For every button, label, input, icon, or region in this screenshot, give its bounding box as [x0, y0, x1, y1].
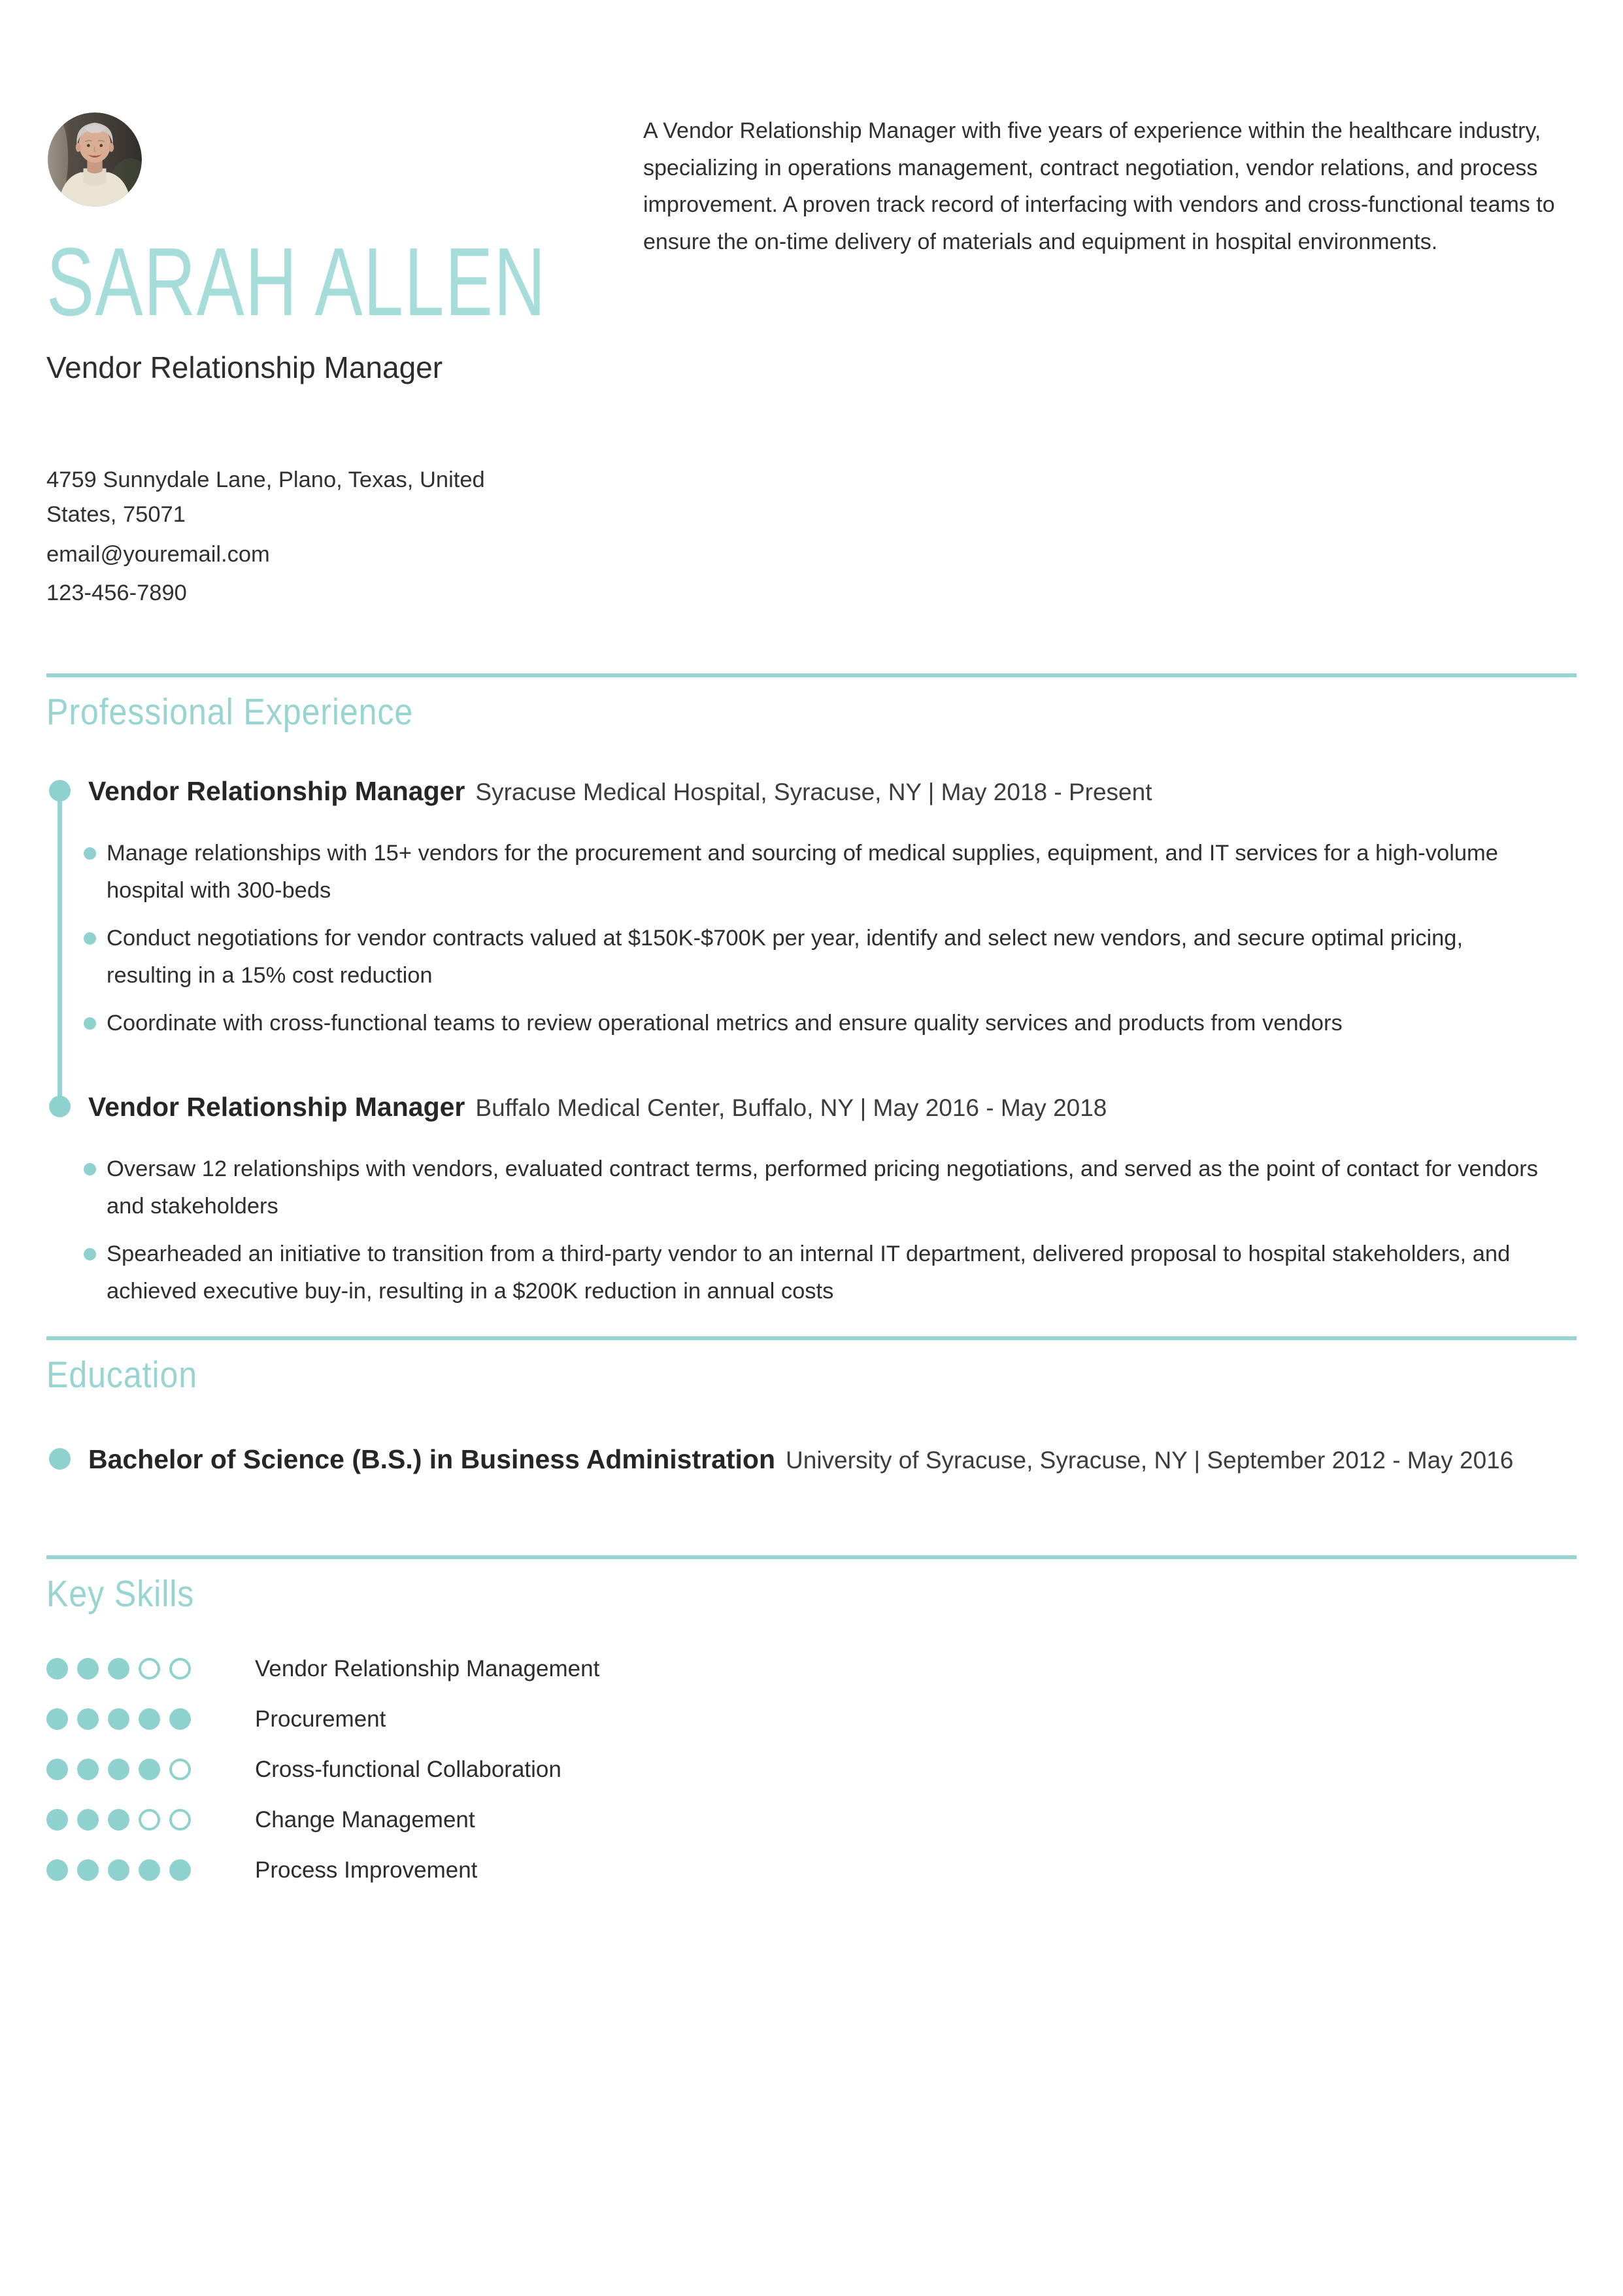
rating-dot-filled [46, 1759, 68, 1780]
job-bullet-text: Spearheaded an initiative to transition … [107, 1241, 1511, 1304]
rating-dot-filled [108, 1658, 129, 1680]
skill-item: Process Improvement [46, 1845, 1577, 1895]
timeline-dot [49, 1448, 71, 1470]
job-company-dates: Syracuse Medical Hospital, Syracuse, NY … [475, 779, 1152, 805]
skill-label: Vendor Relationship Management [255, 1655, 600, 1681]
job-list: Vendor Relationship Manager Syracuse Medi… [46, 775, 1577, 1310]
section-education: Education Bachelor of Science (B.S.) in … [46, 1336, 1577, 1477]
job-header: Vendor Relationship Manager Buffalo Medic… [88, 1090, 1577, 1124]
skill-rating [46, 1658, 194, 1680]
job-bullet: Coordinate with cross-functional teams t… [84, 1005, 1543, 1042]
rating-dot-filled [108, 1708, 129, 1730]
skill-item: Procurement [46, 1694, 1577, 1744]
section-heading-skills: Key Skills [46, 1573, 195, 1615]
rating-dot-filled [108, 1859, 129, 1881]
bullet-dot [84, 847, 96, 860]
skill-rating [46, 1708, 194, 1730]
job-entry: Vendor Relationship Manager Syracuse Medi… [46, 775, 1577, 1107]
bullet-dot [84, 932, 96, 945]
rating-dot-filled [46, 1658, 68, 1680]
rating-dot-filled [169, 1859, 191, 1881]
skill-item: Vendor Relationship Management [46, 1644, 1577, 1694]
job-title: Vendor Relationship Manager [88, 776, 465, 806]
job-bullet-list: Manage relationships with 15+ vendors fo… [84, 835, 1577, 1042]
contact-phone: 123-456-7890 [46, 581, 187, 605]
rating-dot-empty [169, 1759, 191, 1780]
job-company-dates: Buffalo Medical Center, Buffalo, NY | Ma… [475, 1094, 1107, 1121]
rating-dot-filled [77, 1759, 99, 1780]
section-divider [46, 673, 1577, 677]
education-entry: Bachelor of Science (B.S.) in Business A… [46, 1443, 1577, 1477]
rating-dot-filled [77, 1708, 99, 1730]
skill-label: Cross-functional Collaboration [255, 1756, 561, 1782]
rating-dot-filled [108, 1759, 129, 1780]
skill-rating [46, 1809, 194, 1831]
rating-dot-filled [46, 1859, 68, 1881]
contact-email: email@youremail.com [46, 542, 270, 567]
job-entry: Vendor Relationship Manager Buffalo Medic… [46, 1090, 1577, 1310]
skill-item: Cross-functional Collaboration [46, 1744, 1577, 1795]
job-bullet: Manage relationships with 15+ vendors fo… [84, 835, 1543, 909]
job-bullet-text: Oversaw 12 relationships with vendors, e… [107, 1156, 1538, 1219]
rating-dot-filled [139, 1759, 160, 1780]
rating-dot-filled [139, 1708, 160, 1730]
job-bullet-text: Manage relationships with 15+ vendors fo… [107, 841, 1498, 903]
job-header: Vendor Relationship Manager Syracuse Medi… [88, 775, 1577, 809]
rating-dot-filled [46, 1708, 68, 1730]
rating-dot-filled [46, 1809, 68, 1831]
resume-header: SARAH ALLEN Vendor Relationship Manager … [46, 0, 1577, 673]
rating-dot-filled [77, 1859, 99, 1881]
skill-label: Procurement [255, 1706, 386, 1732]
job-title: Vendor Relationship Manager [88, 1092, 465, 1122]
rating-dot-empty [169, 1658, 191, 1680]
job-bullet: Conduct negotiations for vendor contract… [84, 920, 1543, 994]
identity-column: SARAH ALLEN Vendor Relationship Manager … [46, 112, 635, 611]
section-divider [46, 1336, 1577, 1340]
summary-paragraph: A Vendor Relationship Manager with five … [643, 118, 1555, 254]
section-heading-education: Education [46, 1354, 198, 1396]
profile-photo-image [48, 112, 142, 207]
skill-item: Change Management [46, 1795, 1577, 1845]
rating-dot-filled [169, 1708, 191, 1730]
rating-dot-empty [139, 1809, 160, 1831]
education-school-dates: University of Syracuse, Syracuse, NY | S… [786, 1447, 1514, 1474]
job-bullet: Spearheaded an initiative to transition … [84, 1236, 1543, 1310]
job-bullet-text: Coordinate with cross-functional teams t… [107, 1011, 1343, 1036]
job-bullet-list: Oversaw 12 relationships with vendors, e… [84, 1151, 1577, 1310]
rating-dot-empty [139, 1658, 160, 1680]
rating-dot-filled [77, 1809, 99, 1831]
profile-photo [48, 112, 142, 207]
contact-address: 4759 Sunnydale Lane, Plano, Texas, Unite… [46, 467, 485, 527]
section-heading-experience: Professional Experience [46, 691, 414, 733]
bullet-dot [84, 1163, 96, 1175]
bullet-dot [84, 1017, 96, 1030]
candidate-name: SARAH ALLEN [46, 228, 547, 336]
bullet-dot [84, 1248, 96, 1260]
section-professional-experience: Professional Experience Vendor Relations… [46, 673, 1577, 1310]
skill-label: Process Improvement [255, 1857, 478, 1883]
summary-column: A Vendor Relationship Manager with five … [643, 112, 1577, 260]
rating-dot-filled [77, 1658, 99, 1680]
rating-dot-filled [108, 1809, 129, 1831]
timeline-dot [49, 1096, 71, 1117]
skill-list: Vendor Relationship Management Procureme… [46, 1644, 1577, 1895]
timeline-dot [49, 780, 71, 802]
degree-title: Bachelor of Science (B.S.) in Business A… [88, 1444, 776, 1474]
rating-dot-empty [169, 1809, 191, 1831]
rating-dot-filled [139, 1859, 160, 1881]
contact-block: 4759 Sunnydale Lane, Plano, Texas, Unite… [46, 463, 517, 611]
job-bullet-text: Conduct negotiations for vendor contract… [107, 926, 1464, 988]
section-key-skills: Key Skills Vendor Relationship Managemen… [46, 1555, 1577, 1895]
role-title: Vendor Relationship Manager [46, 350, 443, 384]
skill-rating [46, 1859, 194, 1881]
skill-rating [46, 1759, 194, 1780]
skill-label: Change Management [255, 1806, 475, 1832]
section-divider [46, 1555, 1577, 1559]
job-bullet: Oversaw 12 relationships with vendors, e… [84, 1151, 1543, 1225]
